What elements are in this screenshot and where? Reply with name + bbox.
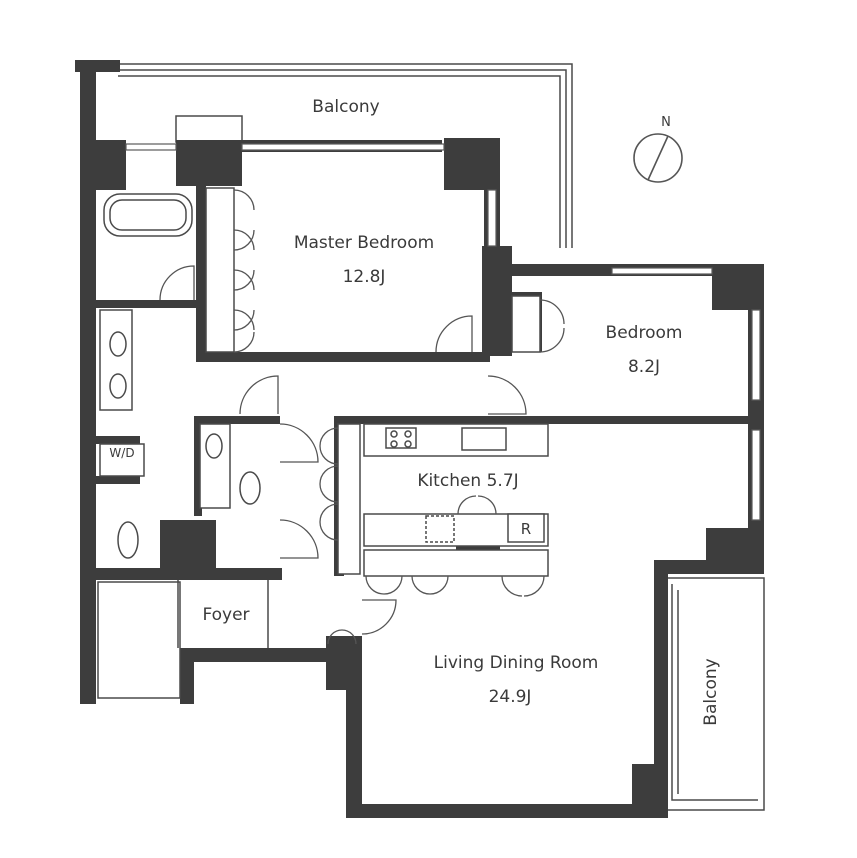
balcony-top-railing — [118, 63, 573, 248]
fridge — [507, 513, 545, 543]
balcony-right-label: Balcony — [701, 658, 721, 725]
bedroom-label: Bedroom — [606, 323, 683, 343]
fridge-label: R — [521, 520, 531, 538]
sink-icon — [109, 331, 127, 357]
sink-icon — [109, 373, 127, 399]
kitchen-sink-icon — [461, 427, 507, 451]
balcony-right-railing — [668, 577, 765, 811]
compass-icon: N — [633, 115, 683, 183]
foyer-label: Foyer — [202, 605, 249, 625]
hall-closets — [279, 423, 361, 575]
bedroom-closet — [487, 295, 565, 415]
washer-dryer-space — [99, 443, 145, 477]
sink-icon — [205, 433, 223, 459]
stove-icon — [385, 427, 417, 449]
living-dining-size: 24.9J — [489, 687, 532, 707]
bedroom-size: 8.2J — [628, 357, 660, 377]
storage-cabinets — [363, 549, 549, 577]
living-dining-label: Living Dining Room — [434, 653, 599, 673]
toilet-icon — [117, 521, 139, 559]
kitchen-counters — [363, 423, 549, 597]
bathroom — [99, 193, 261, 559]
foyer-area — [97, 580, 397, 699]
toilet-icon — [239, 471, 261, 505]
compass-north-label: N — [661, 115, 671, 130]
washer-dryer-label: W/D — [109, 446, 134, 460]
master-bedroom-closet — [205, 187, 473, 415]
master-bedroom-size: 12.8J — [343, 267, 386, 287]
windows — [125, 143, 761, 521]
master-bedroom-label: Master Bedroom — [294, 233, 434, 253]
ac-unit — [175, 115, 243, 143]
balcony-top-label: Balcony — [312, 97, 379, 117]
dishwasher — [425, 515, 455, 543]
kitchen-label: Kitchen 5.7J — [417, 471, 518, 491]
